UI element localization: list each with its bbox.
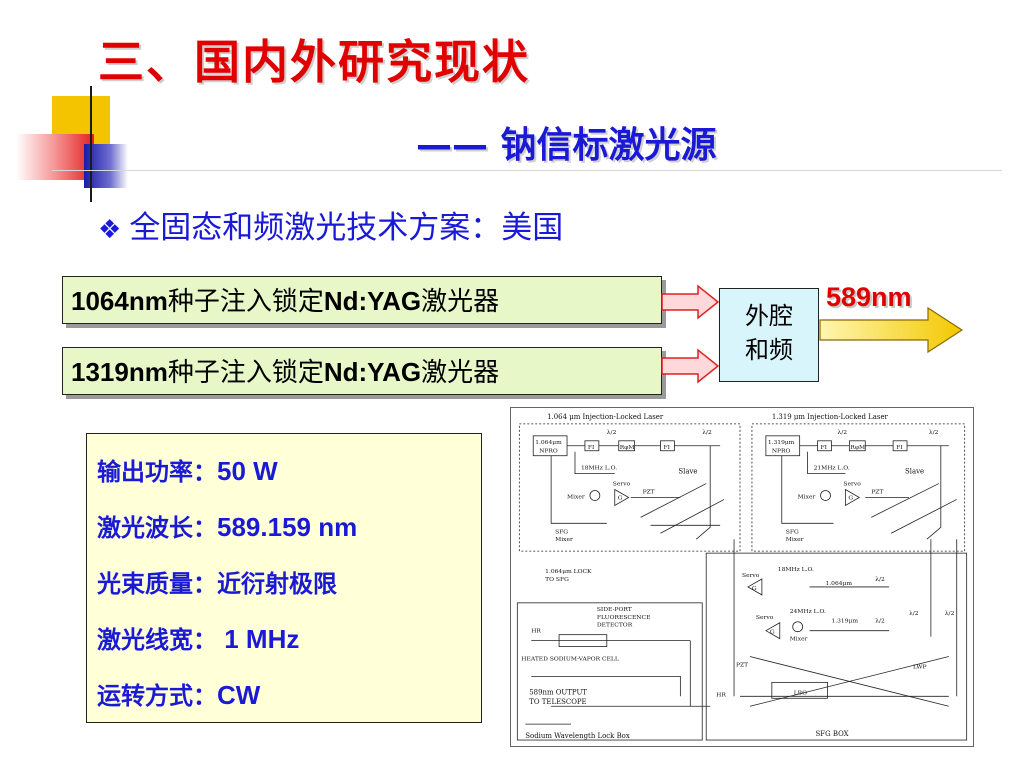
laser-1319-wavelength: 1319nm bbox=[71, 357, 168, 387]
diagram-npro1: 1.064μm bbox=[535, 439, 562, 446]
diagram-cell: HEATED SODIUM-VAPOR CELL bbox=[521, 656, 619, 663]
diagram-rotator-2: RφM bbox=[850, 444, 865, 451]
arrow-1064-icon bbox=[661, 284, 720, 320]
laser-1319-desc: 种子注入锁定 bbox=[167, 358, 324, 388]
diagram-npro2-label: NPRO bbox=[772, 448, 791, 455]
sfg-line1: 外腔 bbox=[745, 302, 793, 330]
diagram-mixer-3: Mixer bbox=[790, 636, 808, 643]
optical-layout-diagram: 1.064 μm Injection-Locked Laser 1.319 μm… bbox=[510, 407, 974, 747]
spec-row-linewidth: 激光线宽： 1 MHz bbox=[97, 624, 300, 654]
diagram-lo4: 24MHz L.O. bbox=[790, 608, 826, 615]
slide-subtitle: —— 钠信标激光源 bbox=[416, 125, 717, 166]
diagram-pzt-1: PZT bbox=[643, 488, 655, 495]
diagram-g-2: G bbox=[848, 494, 853, 501]
diagram-lo1: 18MHz L.O. bbox=[581, 465, 617, 472]
diagram-lock-label-1: 1.064μm LOCK bbox=[545, 568, 592, 575]
diagram-fi-4: FI bbox=[896, 444, 903, 451]
diagram-sfg-mixer-2b: Mixer bbox=[786, 536, 804, 543]
diagram-half-wave-4: λ/2 bbox=[929, 429, 939, 436]
diagram-pzt-2: PZT bbox=[871, 488, 883, 495]
sfg-box: 外腔 和频 bbox=[719, 288, 819, 382]
diagram-npro2: 1.319μm bbox=[768, 439, 795, 446]
diagram-lwp: LWP bbox=[913, 663, 927, 670]
diagram-half-wave-7: λ/2 bbox=[909, 610, 919, 617]
diagram-mixer-2: Mixer bbox=[798, 493, 816, 500]
diagram-hr-1: HR bbox=[531, 628, 541, 635]
diagram-g-4: G bbox=[770, 629, 775, 636]
diagram-npro1-label: NPRO bbox=[539, 448, 558, 455]
diagram-half-wave-8: λ/2 bbox=[945, 610, 955, 617]
bullet-text: 全固态和频激光技术方案：美国 bbox=[129, 210, 564, 246]
diagram-half-wave-1: λ/2 bbox=[607, 429, 617, 436]
diagram-servo-2: Servo bbox=[843, 481, 861, 488]
specs-box: 输出功率：50 W 激光波长：589.159 nm 光束质量：近衍射极限 激光线… bbox=[86, 433, 482, 723]
decorative-horizontal-line bbox=[52, 170, 1002, 171]
laser-1064-model: Nd:YAG bbox=[323, 286, 422, 316]
diagram-hr-2: HR bbox=[716, 691, 726, 698]
diagram-sfg-mixer-2a: SFG bbox=[786, 528, 799, 535]
spec-row-mode: 运转方式：CW bbox=[97, 680, 261, 710]
diagram-servo-3: Servo bbox=[742, 572, 760, 579]
spec-row-beam-quality: 光束质量：近衍射极限 bbox=[97, 570, 337, 598]
bullet-line: ❖全固态和频激光技术方案：美国 bbox=[98, 202, 563, 247]
diagram-half-wave-5: λ/2 bbox=[875, 576, 885, 583]
laser-1319-box: 1319nm种子注入锁定Nd:YAG激光器 bbox=[62, 347, 662, 395]
laser-1064-suffix: 激光器 bbox=[421, 287, 500, 317]
laser-1064-box: 1064nm种子注入锁定Nd:YAG激光器 bbox=[62, 276, 662, 324]
diagram-w1064: 1.064μm bbox=[826, 580, 853, 587]
diagram-output-2: TO TELESCOPE bbox=[529, 698, 586, 706]
diagram-half-wave-2: λ/2 bbox=[702, 429, 712, 436]
output-arrow-icon bbox=[819, 306, 964, 354]
diagram-fi-2: FI bbox=[663, 444, 670, 451]
diagram-mixer-1: Mixer bbox=[567, 493, 585, 500]
diagram-g-1: G bbox=[618, 494, 623, 501]
diagram-laser2-title: 1.319 μm Injection-Locked Laser bbox=[772, 413, 889, 421]
diagram-side-port-1: SIDE-PORT bbox=[597, 606, 632, 613]
input-arrows bbox=[661, 284, 720, 384]
diagram-side-port-3: DETECTOR bbox=[597, 622, 633, 629]
diagram-slave-1: Slave bbox=[678, 468, 697, 476]
decorative-red-gradient bbox=[16, 134, 94, 180]
diagram-laser1-title: 1.064 μm Injection-Locked Laser bbox=[547, 413, 664, 421]
laser-1064-wavelength: 1064nm bbox=[71, 286, 168, 316]
diagram-fi-3: FI bbox=[821, 444, 828, 451]
diagram-half-wave-6: λ/2 bbox=[875, 618, 885, 625]
diagram-lbo: LBO bbox=[794, 689, 807, 696]
diagram-servo-1: Servo bbox=[613, 481, 631, 488]
spec-row-wavelength: 激光波长：589.159 nm bbox=[97, 512, 358, 542]
diagram-sfg-mixer-1a: SFG bbox=[555, 528, 568, 535]
laser-1319-model: Nd:YAG bbox=[323, 357, 422, 387]
diagram-slave-2: Slave bbox=[905, 468, 924, 476]
arrow-1319-icon bbox=[661, 348, 720, 384]
diagram-lock-label-2: TO SFG bbox=[545, 576, 569, 583]
decorative-vertical-line bbox=[90, 86, 92, 202]
slide-title: 三、国内外研究现状 bbox=[98, 35, 530, 89]
diagram-pzt-3: PZT bbox=[736, 661, 748, 668]
diagram-output-1: 589nm OUTPUT bbox=[529, 688, 587, 696]
diagram-side-port-2: FLUORESCENCE bbox=[597, 614, 651, 621]
diagram-servo-4: Servo bbox=[756, 614, 774, 621]
diagram-sfg-box-label: SFG BOX bbox=[816, 730, 849, 738]
diagram-half-wave-3: λ/2 bbox=[837, 429, 847, 436]
diagram-sfg-mixer-1b: Mixer bbox=[555, 536, 573, 543]
spec-row-power: 输出功率：50 W bbox=[97, 456, 278, 486]
diagram-w1319: 1.319μm bbox=[831, 618, 858, 625]
diamond-bullet-icon: ❖ bbox=[98, 215, 122, 245]
diagram-lo3: 18MHz L.O. bbox=[778, 566, 814, 573]
diagram-fi-1: FI bbox=[588, 444, 595, 451]
sfg-line2: 和频 bbox=[745, 336, 793, 364]
output-wavelength-label: 589nm bbox=[826, 282, 912, 312]
laser-1064-desc: 种子注入锁定 bbox=[167, 287, 324, 317]
diagram-lock-box-label: Sodium Wavelength Lock Box bbox=[525, 732, 630, 740]
laser-1319-suffix: 激光器 bbox=[421, 358, 500, 388]
diagram-rotator-1: RφM bbox=[620, 444, 635, 451]
diagram-g-3: G bbox=[752, 585, 757, 592]
diagram-lo2: 21MHz L.O. bbox=[814, 465, 850, 472]
